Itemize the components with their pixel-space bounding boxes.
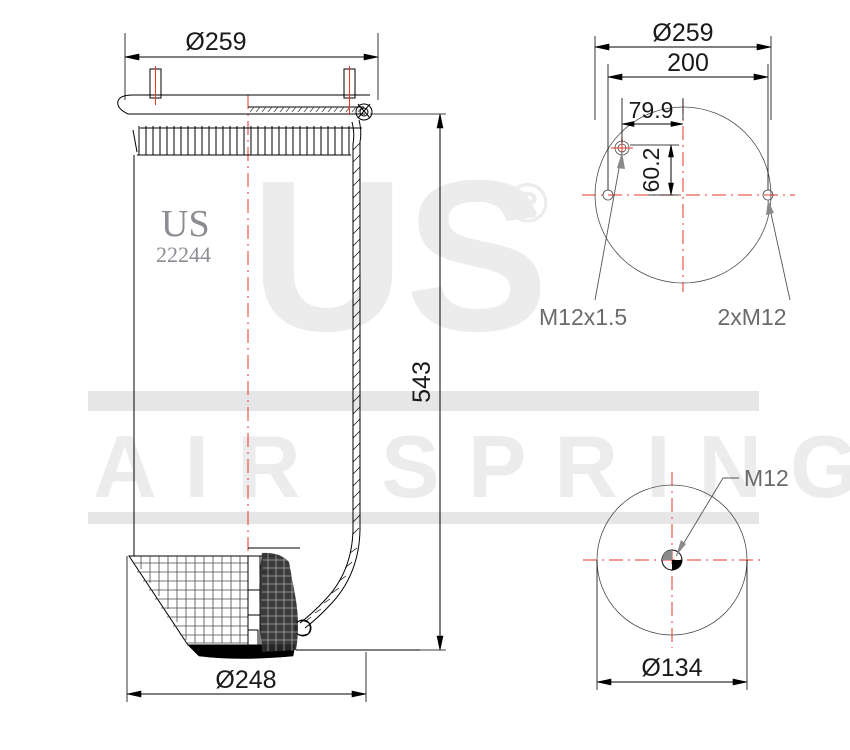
bellows-crimp-ribs (132, 126, 350, 155)
dim-bolt-span-label: 200 (667, 49, 709, 77)
watermark-registered-icon: ® (507, 171, 548, 234)
dim-offset-y: 60.2 (630, 144, 679, 196)
dim-bolt-span: 200 (607, 49, 769, 190)
watermark-us-text: US (250, 135, 549, 376)
stud-right (343, 66, 356, 115)
watermark-air-spring-text: AIR SPRING (93, 417, 850, 516)
dim-offset-y-label: 60.2 (638, 148, 664, 193)
watermark-bar-bottom (88, 512, 759, 524)
dim-bottom-diameter: Ø248 (126, 556, 367, 702)
dim-overall-height-label: 543 (408, 361, 436, 403)
callout-mounting-studs-label: 2xM12 (717, 304, 786, 330)
bellows-right-wall-inner (299, 121, 355, 624)
piston-core-fill (259, 552, 298, 652)
callout-air-port-label: M12x1.5 (539, 304, 627, 330)
dim-offset-x: 79.9 (621, 97, 684, 143)
top-plate-upper-edge (117, 94, 370, 115)
dim-plate-diameter-label: Ø259 (652, 19, 713, 47)
crimp-ring (355, 103, 373, 121)
dim-overall-height: 543 (370, 113, 446, 651)
callout-mounting-studs: 2xM12 (717, 199, 791, 330)
callout-center-stud: M12 (675, 465, 789, 557)
part-logo-us: US (161, 203, 210, 245)
callout-center-stud-label: M12 (744, 465, 789, 491)
dim-top-diameter-label: Ø259 (185, 28, 246, 56)
dim-piston-diameter: Ø134 (596, 560, 748, 690)
dim-top-diameter: Ø259 (124, 28, 379, 100)
callout-air-port: M12x1.5 (539, 151, 627, 330)
stud-left (149, 66, 162, 105)
dim-piston-diameter-label: Ø134 (641, 654, 702, 682)
center-stud-hole (661, 549, 683, 571)
watermark-bar-top (88, 391, 759, 411)
dim-bottom-diameter-label: Ø248 (215, 666, 276, 694)
bellows-wall-hatch (305, 142, 361, 622)
part-logo-number: 22244 (156, 242, 211, 267)
bellows-right-wall-outer (304, 119, 362, 629)
dim-offset-x-label: 79.9 (629, 97, 674, 123)
piston-grid-hatch (134, 556, 248, 644)
dim-plate-diameter: Ø259 (594, 19, 772, 120)
